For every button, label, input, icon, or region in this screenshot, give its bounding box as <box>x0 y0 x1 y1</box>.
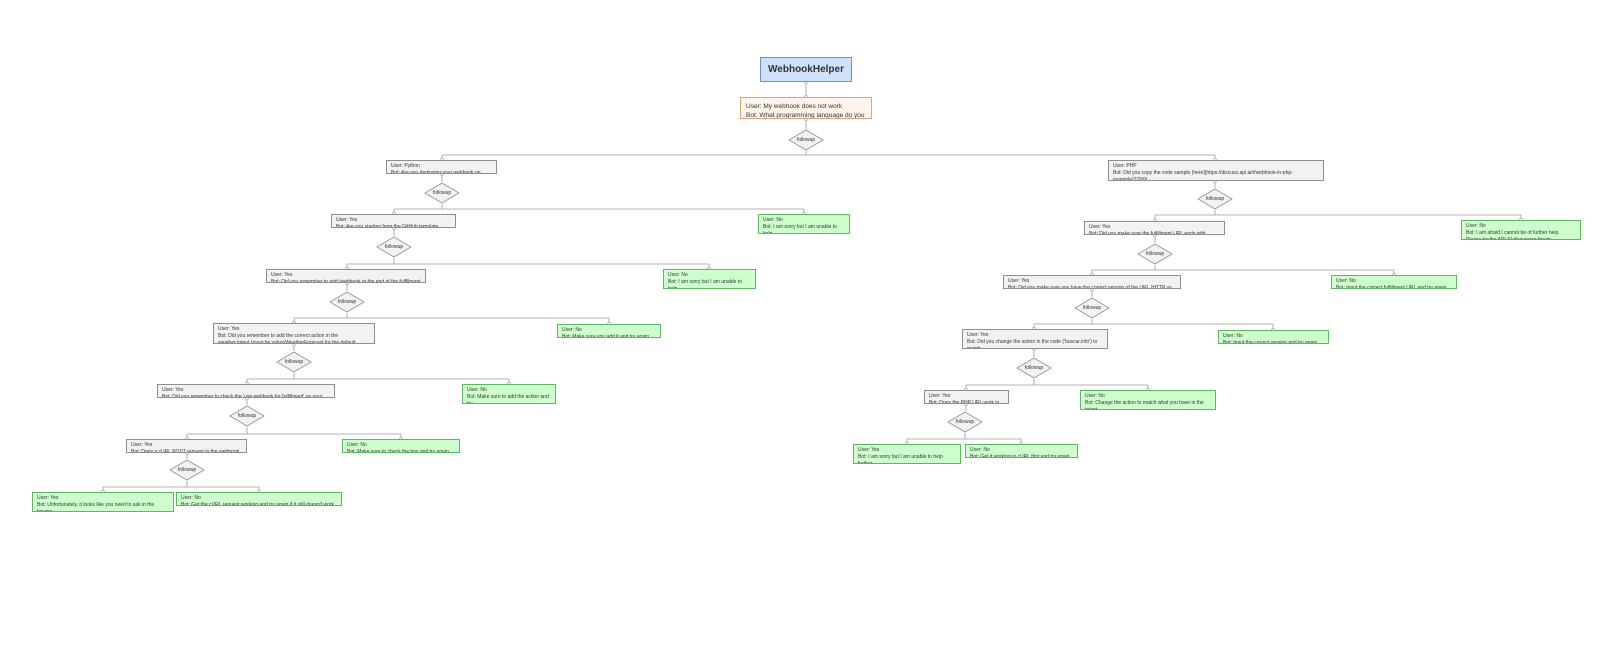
diamond-shape <box>1197 188 1233 210</box>
python-node[interactable]: User: Python Bot: Are you deploying your… <box>386 160 497 174</box>
followup-label: followup <box>432 190 452 196</box>
python-5-yes-node[interactable]: User: Yes Bot: Does a cURL POST request … <box>126 439 247 453</box>
followup-label: followup <box>1145 251 1165 257</box>
python-6-no-node[interactable]: User: No Bot: Get the cURL request worki… <box>176 492 342 506</box>
followup-diamond[interactable]: followup <box>229 405 265 427</box>
diamond-shape <box>424 182 460 204</box>
followup-label: followup <box>237 413 257 419</box>
python-4-yes-node[interactable]: User: Yes Bot: Did you remember to check… <box>157 384 335 398</box>
diamond-shape <box>276 351 312 373</box>
php-2-yes-node[interactable]: User: Yes Bot: Did you make sure you hav… <box>1003 275 1181 289</box>
php-yes-node[interactable]: User: Yes Bot: Did you make sure the ful… <box>1084 221 1225 235</box>
followup-label: followup <box>955 419 975 425</box>
diamond-shape <box>788 129 824 151</box>
intro-node[interactable]: User: My webhook does not work Bot: What… <box>740 97 872 119</box>
followup-label: followup <box>1024 365 1044 371</box>
php-no-node[interactable]: User: No Bot: I am afraid I cannot be of… <box>1461 220 1581 240</box>
diamond-shape <box>376 236 412 258</box>
python-2-no-node[interactable]: User: No Bot: I am sorry but I am unable… <box>663 269 756 289</box>
python-3-no-node[interactable]: User: No Bot: Make sure you add it and t… <box>557 324 661 338</box>
followup-label: followup <box>284 359 304 365</box>
followup-diamond[interactable]: followup <box>329 291 365 313</box>
followup-diamond[interactable]: followup <box>424 182 460 204</box>
python-3-yes-node[interactable]: User: Yes Bot: Did you remember to add t… <box>213 323 375 344</box>
python-yes-node[interactable]: User: Yes Bot: Are you starting from the… <box>331 214 456 228</box>
php-4-no-node[interactable]: User: No Bot: Change the action to match… <box>1080 390 1216 410</box>
followup-diamond[interactable]: followup <box>1197 188 1233 210</box>
diamond-shape <box>947 411 983 433</box>
php-3-no-node[interactable]: User: No Bot: Input the correct version … <box>1218 330 1329 344</box>
diamond-shape <box>169 459 205 481</box>
followup-label: followup <box>337 299 357 305</box>
python-2-yes-node[interactable]: User: Yes Bot: Did you remember to add /… <box>266 269 426 283</box>
followup-label: followup <box>796 137 816 143</box>
followup-diamond[interactable]: followup <box>376 236 412 258</box>
followup-diamond[interactable]: followup <box>788 129 824 151</box>
python-6-yes-node[interactable]: User: Yes Bot: Unfortunately, it looks l… <box>32 492 174 512</box>
diamond-shape <box>1137 243 1173 265</box>
php-node[interactable]: User: PHP Bot: Did you copy the code sam… <box>1108 160 1324 181</box>
followup-diamond[interactable]: followup <box>1074 297 1110 319</box>
diamond-shape <box>1016 357 1052 379</box>
php-3-yes-node[interactable]: User: Yes Bot: Did you change the action… <box>962 329 1108 349</box>
followup-diamond[interactable]: followup <box>169 459 205 481</box>
followup-label: followup <box>1205 196 1225 202</box>
followup-diamond[interactable]: followup <box>1016 357 1052 379</box>
diamond-shape <box>229 405 265 427</box>
php-5-no-node[interactable]: User: No Bot: Get it working in cURL fir… <box>965 444 1078 458</box>
php-4-yes-node[interactable]: User: Yes Bot: Does the PHP URL work in … <box>924 390 1009 404</box>
php-5-yes-node[interactable]: User: Yes Bot: I am sorry but I am unabl… <box>853 444 961 464</box>
root-node[interactable]: WebhookHelper <box>760 57 852 82</box>
followup-diamond[interactable]: followup <box>276 351 312 373</box>
followup-label: followup <box>1082 305 1102 311</box>
followup-diamond[interactable]: followup <box>947 411 983 433</box>
python-no-node[interactable]: User: No Bot: I am sorry but I am unable… <box>758 214 850 234</box>
followup-diamond[interactable]: followup <box>1137 243 1173 265</box>
diamond-shape <box>329 291 365 313</box>
python-5-no-node[interactable]: User: No Bot: Make sure to check the box… <box>342 439 460 453</box>
python-4-no-node[interactable]: User: No Bot: Make sure to add the actio… <box>462 384 556 404</box>
followup-label: followup <box>384 244 404 250</box>
php-2-no-node[interactable]: User: No Bot: Input the correct fulfillm… <box>1331 275 1457 289</box>
diamond-shape <box>1074 297 1110 319</box>
followup-label: followup <box>177 467 197 473</box>
